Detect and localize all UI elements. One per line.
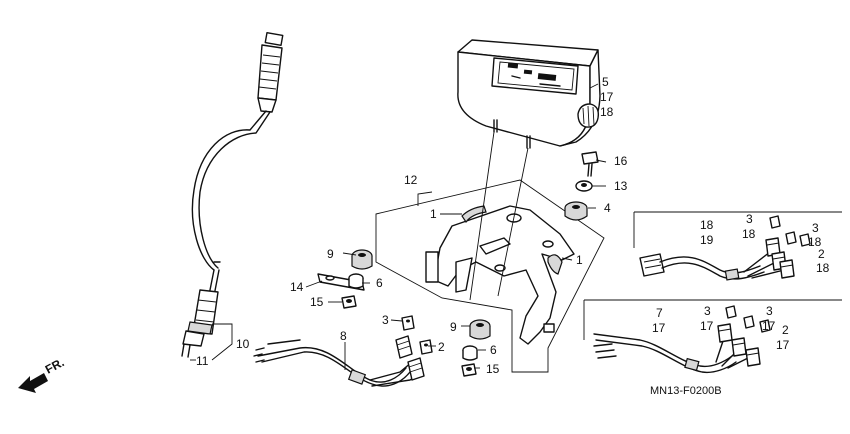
meter-assembly [457,39,601,149]
callout-2: 2 [438,340,445,354]
callout-6: 6 [376,276,383,290]
callout-15: 15 [310,295,324,309]
callout-19: 19 [700,233,714,247]
callout-1: 1 [576,253,583,267]
meter-bracket-group [375,131,605,373]
wire-harness-7-box [583,299,842,374]
callout-13: 13 [614,179,628,193]
callout-10: 10 [236,337,250,351]
wire-harness-8 [253,315,433,387]
callout-3: 3 [382,313,389,327]
speedometer-cable [181,31,284,358]
callout-18: 18 [700,218,714,232]
callout-17: 17 [762,319,776,333]
callout-14: 14 [290,280,304,294]
callout-1: 1 [430,207,437,221]
callout-labels: 5 17 18 16 13 4 12 1 1 9 6 14 15 3 2 8 9… [196,75,830,376]
callout-3: 3 [704,304,711,318]
front-direction-arrow: FR. [18,355,66,393]
callout-17: 17 [600,90,614,104]
callout-3: 3 [812,221,819,235]
callout-4: 4 [604,201,611,215]
callout-17: 17 [700,319,714,333]
callout-12: 12 [404,173,418,187]
callout-18: 18 [600,105,614,119]
callout-8: 8 [340,329,347,343]
leader-lines [190,83,607,370]
callout-9: 9 [450,320,457,334]
callout-15: 15 [486,362,500,376]
diagram-code: MN13-F0200B [650,385,722,397]
callout-3: 3 [746,212,753,226]
callout-18: 18 [816,261,830,275]
callout-16: 16 [614,154,628,168]
callout-5: 5 [602,75,609,89]
callout-7: 7 [656,306,663,320]
direction-label: FR. [43,355,67,376]
hardware-16-13-4 [564,151,599,221]
callout-9: 9 [327,247,334,261]
hardware-9-14-6-15 [317,249,491,377]
callout-6: 6 [490,343,497,357]
callout-2: 2 [782,323,789,337]
wire-harness-19-box [633,211,842,281]
callout-2: 2 [818,247,825,261]
callout-17: 17 [776,338,790,352]
callout-3: 3 [766,304,773,318]
callout-17: 17 [652,321,666,335]
callout-11: 11 [196,354,209,368]
callout-18: 18 [808,235,822,249]
callout-18: 18 [742,227,756,241]
